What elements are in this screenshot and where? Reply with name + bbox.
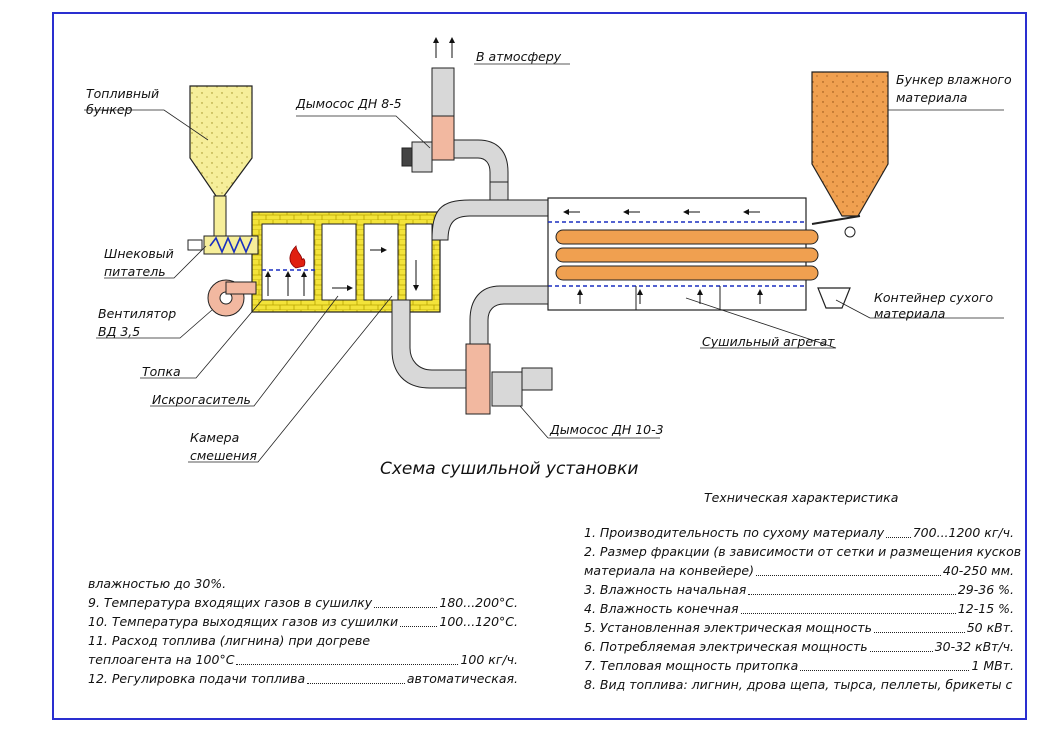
spec-label: 8. Вид топлива: лигнин, дрова щепа, тырс… — [584, 677, 1013, 692]
label-spark-arrester: Искрогаситель — [152, 392, 251, 407]
spec-leader-dots — [307, 682, 405, 684]
specs-right-column: 1. Производительность по сухому материал… — [584, 523, 1021, 694]
spec-row: 7. Тепловая мощность притопка 1 МВт. — [584, 656, 1014, 675]
spec-value: 100 кг/ч. — [460, 652, 518, 667]
spec-value: 29-36 %. — [957, 582, 1014, 597]
spec-label: 3. Влажность начальная — [584, 582, 747, 597]
spec-label: 11. Расход топлива (лигнина) при догреве — [88, 633, 371, 648]
spec-leader-dots — [400, 625, 438, 627]
spec-row: 6. Потребляемая электрическая мощность 30… — [584, 637, 1014, 656]
label-bottom-smoke-exhauster: Дымосос ДН 10-3 — [549, 422, 664, 437]
spec-leader-dots — [740, 612, 956, 614]
spec-value: 40-250 мм. — [942, 563, 1014, 578]
spec-row: 9. Температура входящих газов в сушилку 1… — [88, 593, 518, 612]
dryer-unit — [547, 197, 819, 311]
label-exhaust-to-atmosphere: В атмосферу — [476, 49, 562, 64]
spec-leader-dots — [236, 663, 459, 665]
spec-label: 9. Температура входящих газов в сушилку — [88, 595, 373, 610]
spec-row: материала на конвейере) 40-250 мм. — [584, 561, 1014, 580]
spec-row: 2. Размер фракции (в зависимости от сетк… — [584, 542, 1021, 561]
spec-value: 700...1200 кг/ч. — [912, 525, 1014, 540]
spec-row: 3. Влажность начальная 29-36 %. — [584, 580, 1014, 599]
furnace — [251, 211, 441, 313]
label-dryer: Сушильный агрегат — [702, 334, 835, 349]
label-top-smoke-exhauster: Дымосос ДН 8-5 — [295, 96, 402, 111]
spec-label: 12. Регулировка подачи топлива — [88, 671, 306, 686]
spec-value: 12-15 %. — [957, 601, 1014, 616]
spec-label: влажностью до 30%. — [88, 576, 227, 591]
spec-label: теплоагента на 100°С — [88, 652, 235, 667]
spec-leader-dots — [755, 574, 941, 576]
spec-value: 180...200°С. — [439, 595, 518, 610]
leader-lines — [84, 63, 1004, 463]
wet-material-bunker — [811, 71, 889, 238]
spec-leader-dots — [748, 593, 956, 595]
spec-row: 11. Расход топлива (лигнина) при догреве — [88, 631, 518, 650]
label-furnace: Топка — [142, 364, 181, 379]
spec-row: 10. Температура выходящих газов из сушил… — [88, 612, 518, 631]
spec-leader-dots — [374, 606, 438, 608]
spec-row: 4. Влажность конечная 12-15 %. — [584, 599, 1014, 618]
spec-label: 1. Производительность по сухому материал… — [584, 525, 885, 540]
spec-row: 8. Вид топлива: лигнин, дрова щепа, тырс… — [584, 675, 1014, 694]
drawing-frame — [52, 12, 1027, 720]
spec-label: 7. Тепловая мощность притопка — [584, 658, 799, 673]
spec-leader-dots — [869, 650, 933, 652]
spec-row: влажностью до 30%. — [88, 574, 518, 593]
spec-value: 50 кВт. — [966, 620, 1014, 635]
specs-title: Техническая характеристика — [704, 490, 898, 505]
spec-label: 10. Температура выходящих газов из сушил… — [88, 614, 399, 629]
diagram-title: Схема сушильной установки — [380, 459, 638, 479]
spec-label: 4. Влажность конечная — [584, 601, 739, 616]
spec-value: автоматическая. — [406, 671, 518, 686]
flame-icon — [289, 245, 306, 269]
hot-gas-duct — [431, 199, 549, 241]
spec-leader-dots — [800, 669, 970, 671]
spec-value: 1 МВт. — [971, 658, 1014, 673]
fan — [207, 279, 257, 317]
spec-label: 5. Установленная электрическая мощность — [584, 620, 872, 635]
spec-row: 1. Производительность по сухому материал… — [584, 523, 1014, 542]
spec-label: 2. Размер фракции (в зависимости от сетк… — [584, 544, 1022, 559]
spec-label: 6. Потребляемая электрическая мощность — [584, 639, 868, 654]
fuel-bunker — [189, 85, 253, 237]
spec-label: материала на конвейере) — [584, 563, 754, 578]
spec-row: теплоагента на 100°С 100 кг/ч. — [88, 650, 518, 669]
bottom-smoke-exhauster — [391, 285, 553, 415]
spec-leader-dots — [886, 536, 911, 538]
spec-row: 12. Регулировка подачи топлива автоматиче… — [88, 669, 518, 688]
top-smoke-exhauster — [401, 67, 509, 201]
specs-left-column: влажностью до 30%. 9. Температура входящи… — [88, 574, 518, 688]
flow-arrows — [265, 37, 763, 304]
spec-value: 100...120°С. — [439, 614, 518, 629]
spec-value: 30-32 кВт/ч. — [934, 639, 1014, 654]
spec-row: 5. Установленная электрическая мощность 5… — [584, 618, 1014, 637]
screw-feeder — [187, 235, 259, 255]
spec-leader-dots — [873, 631, 965, 633]
